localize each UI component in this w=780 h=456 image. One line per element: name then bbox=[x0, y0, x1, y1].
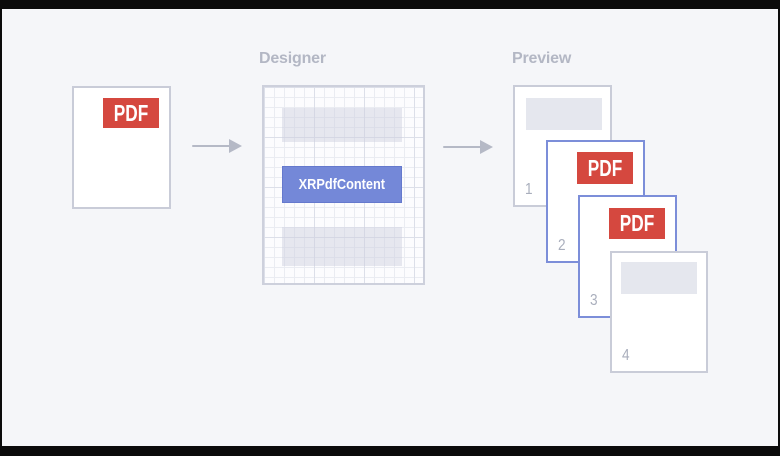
designer-surface: XRPdfContent bbox=[262, 85, 425, 285]
content-placeholder bbox=[526, 98, 602, 130]
xrpdfcontent-control: XRPdfContent bbox=[282, 166, 402, 203]
preview-page-4: 4 bbox=[610, 251, 708, 373]
pdf-badge-label: PDF bbox=[113, 99, 149, 126]
arrow-head bbox=[480, 140, 493, 154]
pdf-badge: PDF bbox=[609, 208, 665, 239]
source-pdf-page: PDF bbox=[72, 86, 171, 209]
arrow-right-icon bbox=[192, 139, 242, 153]
page-number: 2 bbox=[558, 237, 566, 254]
page-number: 3 bbox=[590, 292, 598, 309]
arrow-line bbox=[192, 145, 231, 147]
designer-section-label: Designer bbox=[259, 50, 326, 67]
pdf-badge: PDF bbox=[577, 152, 633, 184]
page-number: 4 bbox=[622, 347, 630, 364]
arrow-head bbox=[229, 139, 242, 153]
page-number: 1 bbox=[525, 181, 533, 198]
content-placeholder bbox=[621, 262, 697, 294]
pdf-badge-label: PDF bbox=[619, 210, 655, 236]
arrow-line bbox=[443, 146, 482, 148]
preview-section-label: Preview bbox=[512, 50, 572, 67]
arrow-right-icon bbox=[443, 140, 493, 154]
pdf-badge-label: PDF bbox=[587, 154, 623, 181]
xrpdfcontent-control-label: XRPdfContent bbox=[298, 176, 386, 193]
placeholder-band-bottom bbox=[282, 227, 402, 266]
placeholder-band-top bbox=[282, 108, 402, 142]
pdf-badge: PDF bbox=[103, 98, 159, 128]
